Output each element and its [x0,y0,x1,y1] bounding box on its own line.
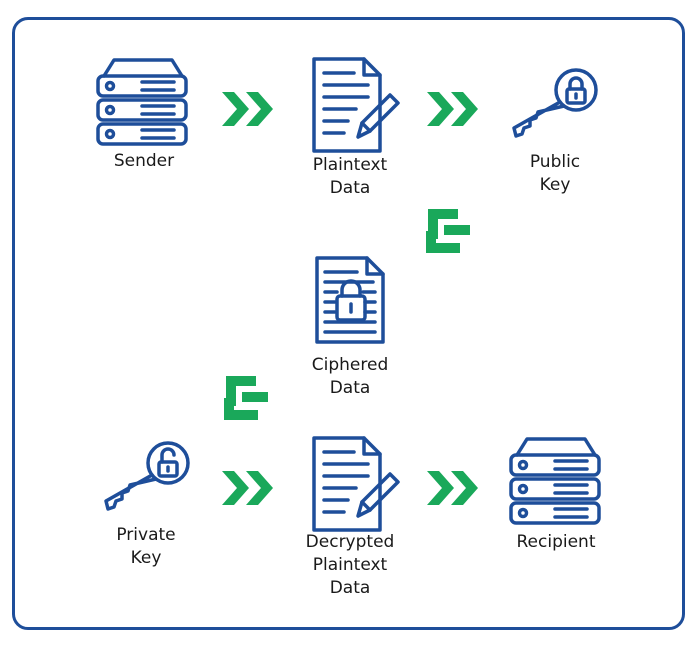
plaintext-label-line-1: Plaintext [312,155,388,175]
server-icon [96,58,188,146]
recipient-label-line: Recipient [516,532,596,552]
recipient-label: Recipient [500,531,612,554]
document-edit-icon [312,57,400,153]
ciphered-label-line-1: Ciphered [311,355,389,375]
arrow-down-left-icon [224,376,268,420]
ciphered-label-line-2: Data [329,378,371,398]
ciphered-label: Ciphered Data [290,354,410,400]
sender-label: Sender [94,150,194,173]
decrypted-label: Decrypted Plaintext Data [285,531,415,600]
arrow-right-icon [427,92,478,126]
locked-document-icon [315,256,385,344]
decrypted-label-line-1: Decrypted [305,532,395,552]
private-key-label: Private Key [96,524,196,570]
arrow-right-icon [222,92,273,126]
document-edit-icon [312,436,400,532]
public-key-label-line-2: Key [539,175,571,195]
plaintext-label-line-2: Data [329,178,371,198]
private-key-label-line-1: Private [116,525,176,545]
arrow-down-left-icon [426,209,470,253]
decrypted-label-line-2: Plaintext [312,555,388,575]
sender-label-line: Sender [113,151,175,171]
server-icon [509,437,601,525]
public-key-label-line-1: Public [529,152,581,172]
decrypted-label-line-3: Data [329,578,371,598]
private-key-label-line-2: Key [130,548,162,568]
arrow-right-icon [427,471,478,505]
plaintext-label: Plaintext Data [290,154,410,200]
key-unlock-icon [104,441,190,511]
arrow-right-icon [222,471,273,505]
key-lock-icon [512,68,598,138]
public-key-label: Public Key [505,151,605,197]
